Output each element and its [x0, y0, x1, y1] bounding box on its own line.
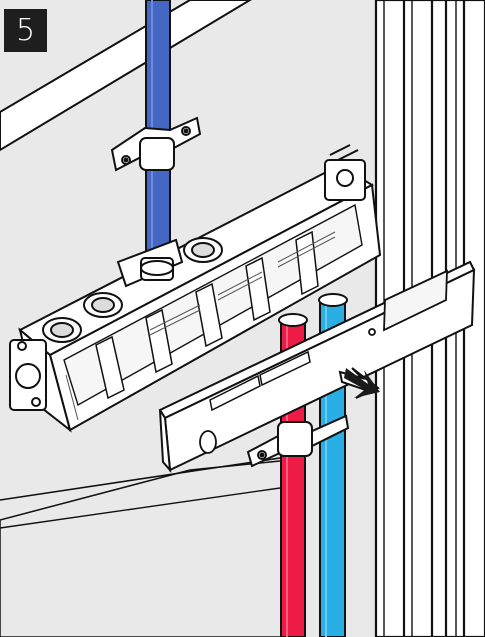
mounting-bracket-left [9, 339, 47, 411]
panel-edge-2 [0, 487, 281, 529]
pipe-clamp-lower [246, 414, 350, 468]
valve-box-ribs [95, 230, 319, 400]
arrow-right-down-icon [338, 367, 380, 399]
template-slot [383, 269, 448, 332]
pipe-clamp [110, 116, 202, 172]
template-rails [209, 350, 311, 412]
inlet-fitting [116, 238, 184, 288]
valve-box-labels [65, 231, 336, 421]
template-holes [199, 328, 376, 454]
step-number-badge: 5 [4, 9, 47, 52]
supply-fittings [278, 293, 348, 327]
wall-panel [0, 0, 252, 152]
mounting-bracket-right [324, 144, 366, 201]
port-rings [42, 237, 223, 343]
